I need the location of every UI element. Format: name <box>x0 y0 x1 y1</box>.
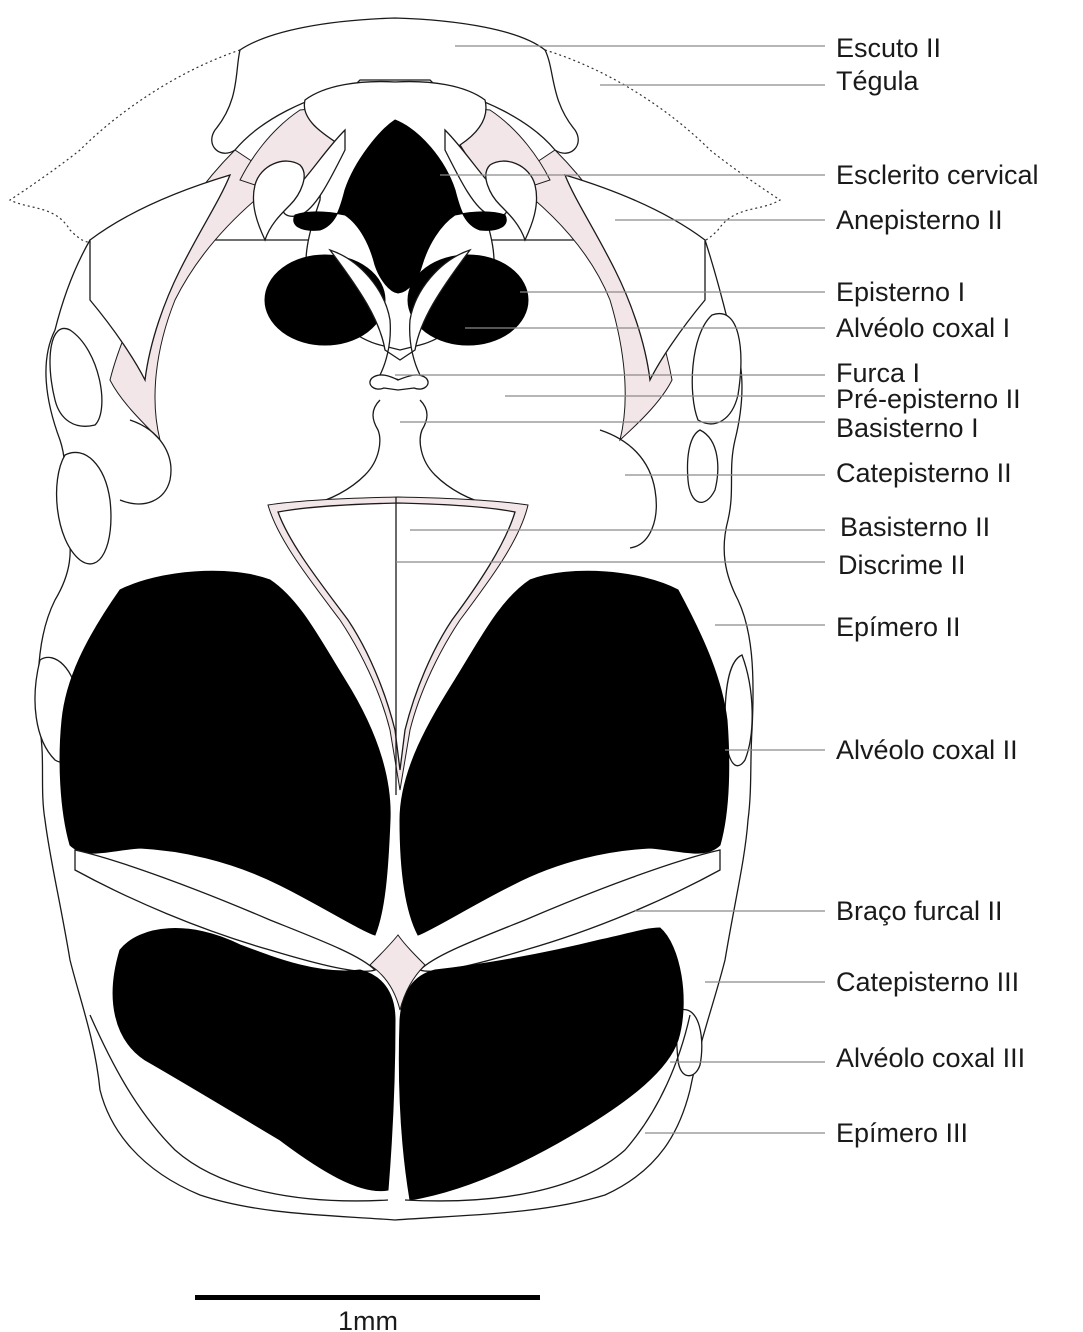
label-esclerito-cervical: Esclerito cervical <box>836 160 1039 190</box>
label-braco-furcal-ii: Braço furcal II <box>836 896 1003 926</box>
label-basisterno-ii: Basisterno II <box>840 512 990 542</box>
label-catepisterno-ii: Catepisterno II <box>836 458 1012 488</box>
scale-bar-line <box>195 1295 540 1300</box>
label-tegula: Tégula <box>836 66 920 96</box>
label-epimero-iii: Epímero III <box>836 1118 968 1148</box>
label-alveolo-coxal-ii: Alvéolo coxal II <box>836 735 1018 765</box>
label-catepisterno-iii: Catepisterno III <box>836 967 1019 997</box>
label-escuto-ii: Escuto II <box>836 33 941 63</box>
label-epimero-ii: Epímero II <box>836 612 961 642</box>
label-episterno-i: Episterno I <box>836 277 965 307</box>
label-discrime-ii: Discrime II <box>838 550 966 580</box>
label-alveolo-coxal-i: Alvéolo coxal I <box>836 313 1010 343</box>
scale-bar: 1mm <box>195 1295 540 1332</box>
label-anepisterno-ii: Anepisterno II <box>836 205 1003 235</box>
label-basisterno-i: Basisterno I <box>836 413 979 443</box>
label-pre-episterno-ii: Pré-episterno II <box>836 384 1021 414</box>
label-alveolo-coxal-iii: Alvéolo coxal III <box>836 1043 1025 1073</box>
scale-bar-label: 1mm <box>338 1306 398 1332</box>
labels: Escuto II Tégula Esclerito cervical Anep… <box>836 33 1039 1148</box>
